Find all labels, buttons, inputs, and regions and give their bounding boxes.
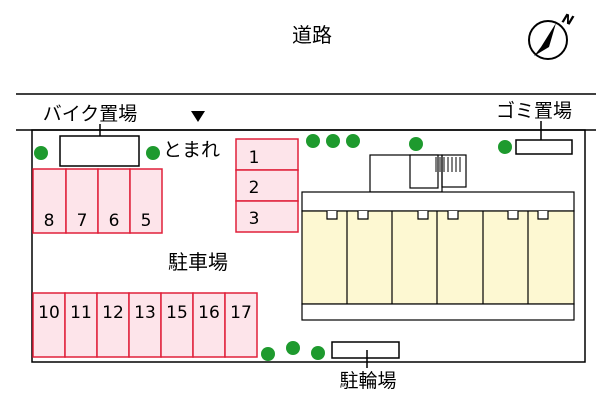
parking-space	[224, 292, 258, 358]
parking-space-number: 7	[77, 211, 88, 231]
stop-label: とまれ	[163, 139, 220, 161]
parking-space-number: 15	[166, 303, 188, 323]
building-balconies	[301, 303, 575, 321]
trees	[34, 134, 512, 361]
garbage-label: ゴミ置場	[496, 100, 572, 122]
parking-space	[128, 292, 162, 358]
entrance-arrow-icon	[191, 111, 205, 122]
parking-space-number: 17	[230, 303, 252, 323]
parking-space-number: 5	[141, 211, 152, 231]
bicycle-parking-area	[331, 341, 400, 359]
unit-door-notches	[326, 211, 549, 220]
parking-space-number: 12	[102, 303, 124, 323]
parking-space-number: 13	[134, 303, 156, 323]
tree-icon	[261, 347, 275, 361]
road-label: 道路	[292, 23, 332, 47]
parking-space	[192, 292, 226, 358]
parking-space	[235, 138, 299, 171]
tree-icon	[34, 146, 48, 160]
parking-space	[97, 168, 131, 234]
parking-group-bottom: 10 11 12 13 15 16 17	[32, 292, 258, 358]
stairs-icon	[435, 157, 461, 172]
compass-north-label: N	[560, 11, 575, 29]
site-boundary	[31, 129, 586, 363]
building-corridor	[301, 191, 575, 212]
parking-group-right: 1 2 3	[235, 138, 299, 233]
bike-parking-area	[59, 135, 140, 167]
parking-space	[96, 292, 130, 358]
tree-icon	[306, 134, 320, 148]
tree-icon	[311, 346, 325, 360]
parking-space	[65, 168, 99, 234]
parking-group-top: 8 7 6 5	[32, 168, 163, 234]
parking-space-number: 10	[38, 303, 60, 323]
tree-icon	[409, 137, 423, 151]
bicycle-parking-label: 駐輪場	[339, 370, 396, 392]
parking-space-number: 6	[109, 211, 120, 231]
tree-icon	[286, 341, 300, 355]
bike-parking-label: バイク置場	[43, 103, 138, 125]
tree-icon	[346, 134, 360, 148]
building-stairwell	[441, 154, 467, 188]
compass-icon: N	[528, 11, 575, 60]
parking-space	[129, 168, 163, 234]
building-units	[301, 210, 575, 305]
parking-space	[235, 200, 299, 233]
parking-space-number: 1	[249, 148, 260, 168]
parking-space	[32, 168, 67, 234]
tree-icon	[498, 140, 512, 154]
building	[301, 154, 575, 321]
parking-space	[235, 169, 299, 202]
parking-space-number: 2	[249, 178, 260, 198]
parking-space-number: 11	[70, 303, 92, 323]
parking-label: 駐車場	[168, 250, 228, 274]
garbage-area	[515, 139, 573, 155]
tree-icon	[326, 134, 340, 148]
tree-icon	[146, 146, 160, 160]
parking-space-number: 3	[249, 209, 260, 229]
parking-space-number: 8	[44, 211, 55, 231]
building-entry	[409, 154, 439, 189]
parking-space-number: 16	[198, 303, 220, 323]
parking-space	[64, 292, 98, 358]
